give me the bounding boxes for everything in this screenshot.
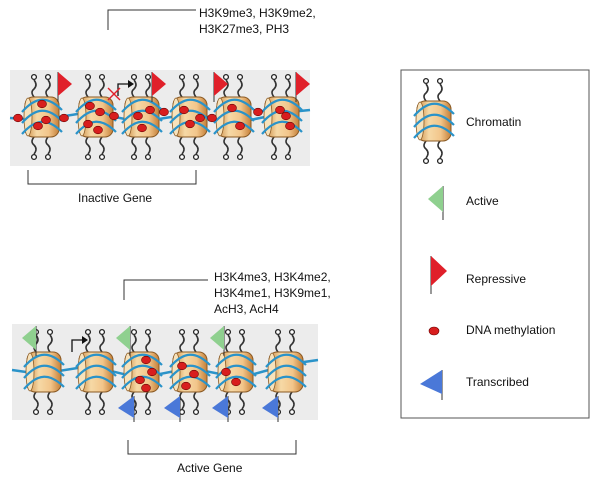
blocked-x-icon	[107, 87, 121, 101]
active-marks-line1: H3K4me3, H3K4me2,	[214, 270, 331, 284]
active-marks-line3: AcH3, AcH4	[214, 302, 279, 316]
inactive-marks-line1: H3K9me3, H3K9me2,	[199, 6, 316, 20]
methylation-dot-icon	[109, 111, 119, 121]
methylation-dot-icon	[145, 105, 155, 115]
active-flag-icon	[210, 326, 225, 356]
active-gene-label: Active Gene	[177, 461, 243, 475]
methylation-dot-icon	[195, 113, 205, 123]
methylation-dot-icon	[83, 119, 93, 129]
methylation-dot-icon	[275, 105, 285, 115]
methylation-dot-icon	[133, 111, 143, 121]
active-flag-icon	[22, 326, 37, 356]
methylation-dot-icon	[207, 113, 217, 123]
methylation-dot-icon	[181, 381, 191, 391]
methylation-dot-icon	[177, 361, 187, 371]
active-nucleosome-row	[22, 326, 307, 422]
nucleosome-icon	[265, 328, 307, 416]
inactive-panel	[9, 70, 311, 166]
methylation-dot-icon	[285, 121, 295, 131]
tss-arrow-icon	[71, 336, 88, 352]
methylation-dot-icon	[135, 375, 145, 385]
legend-active-label: Active	[466, 194, 499, 208]
methylation-dot-icon	[159, 107, 169, 117]
methylation-dot-icon	[141, 383, 151, 393]
legend-active-flag-icon	[428, 186, 444, 220]
transcribed-flag-icon	[212, 396, 229, 422]
methylation-dot-icon	[253, 107, 263, 117]
methylation-dot-icon	[137, 123, 147, 133]
methylation-dot-icon	[59, 113, 69, 123]
methylation-dot-icon	[141, 355, 151, 365]
methylation-dot-icon	[95, 107, 105, 117]
legend-transcribed-label: Transcribed	[466, 375, 529, 389]
active-gene-bracket	[127, 440, 297, 455]
methylation-dot-icon	[37, 99, 47, 109]
methylation-dot-icon	[179, 105, 189, 115]
legend-methylation-dot-icon	[428, 326, 440, 336]
methylation-dot-icon	[85, 101, 95, 111]
legend-transcribed-flag-icon	[420, 370, 443, 400]
legend-chromatin-label: Chromatin	[466, 115, 521, 129]
methylation-dot-icon	[231, 377, 241, 387]
legend: Chromatin Active Repressive DNA methylat…	[400, 69, 590, 419]
legend-methylation-label: DNA methylation	[466, 323, 555, 337]
methylation-dot-icon	[41, 115, 51, 125]
inactive-nucleosome-row	[13, 72, 310, 161]
methylation-dot-icon	[189, 369, 199, 379]
methylation-dot-icon	[93, 125, 103, 135]
inactive-gene-label: Inactive Gene	[78, 191, 152, 205]
transcribed-flag-icon	[164, 396, 181, 422]
inactive-gene-bracket	[27, 170, 197, 185]
nucleosome-icon	[75, 328, 117, 416]
methylation-dot-icon	[13, 113, 23, 123]
active-marks-line2: H3K4me1, H3K9me1,	[214, 286, 331, 300]
active-marks-bracket	[123, 279, 208, 300]
methylation-dot-icon	[33, 121, 43, 131]
repressive-flag-icon	[295, 72, 310, 102]
legend-repressive-flag-icon	[430, 256, 447, 294]
methylation-dot-icon	[185, 119, 195, 129]
active-panel	[11, 324, 319, 422]
repressive-flag-icon	[213, 72, 228, 102]
legend-repressive-label: Repressive	[466, 272, 526, 286]
methylation-dot-icon	[221, 367, 231, 377]
methylation-dot-icon	[235, 121, 245, 131]
methylation-dot-icon	[147, 367, 157, 377]
transcribed-flag-icon	[262, 396, 279, 422]
nucleosome-icon	[413, 77, 455, 165]
methylation-dot-icon	[227, 103, 237, 113]
inactive-marks-bracket	[107, 9, 196, 30]
active-flag-icon	[116, 326, 131, 356]
inactive-marks-line2: H3K27me3, PH3	[199, 22, 289, 36]
transcribed-flag-icon	[118, 396, 135, 422]
methylation-dot-icon	[281, 111, 291, 121]
repressive-flag-icon	[57, 72, 72, 102]
legend-chromatin-icon	[413, 77, 455, 165]
tss-arrow-icon	[117, 80, 134, 96]
nucleosome-icon	[121, 328, 163, 416]
repressive-flag-icon	[151, 72, 166, 102]
